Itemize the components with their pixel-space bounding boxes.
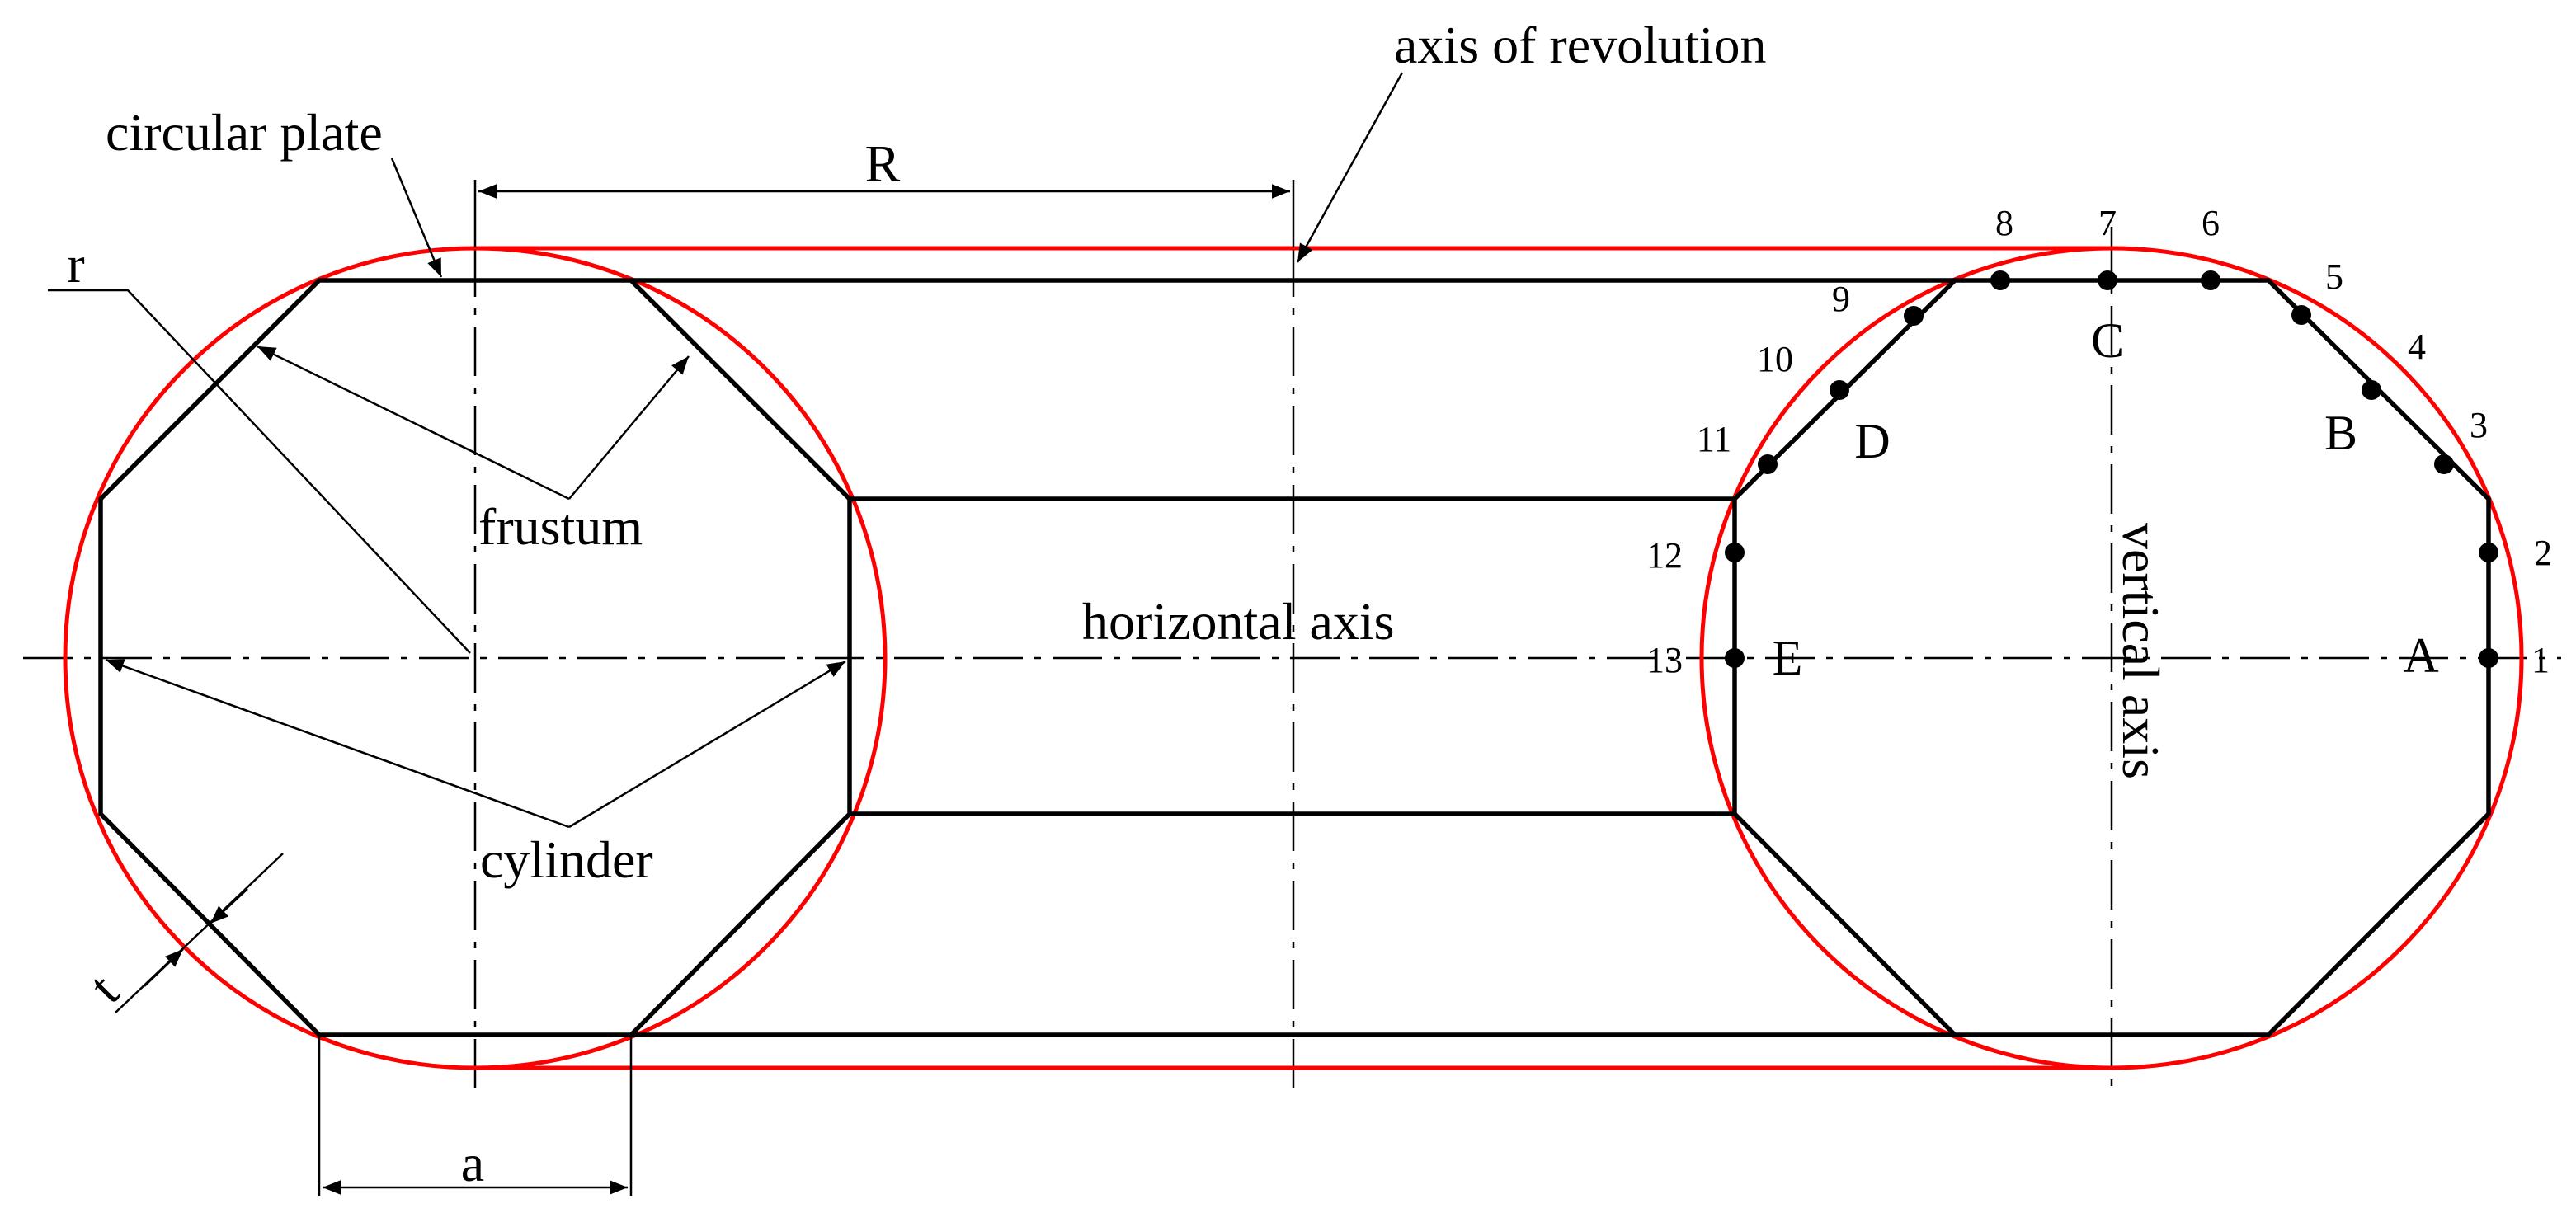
node-number-4: 4 [2408, 327, 2426, 367]
node-11 [1758, 454, 1778, 474]
node-number-8: 8 [1995, 203, 2013, 243]
point-letters: A B C D E [1773, 313, 2439, 685]
node-number-7: 7 [2098, 203, 2117, 243]
frustum-leader-right [568, 355, 690, 500]
node-13 [1725, 648, 1745, 668]
node-number-9: 9 [1832, 279, 1850, 319]
circular-plate-leader [390, 158, 443, 278]
point-E: E [1773, 631, 1803, 685]
node-4 [2362, 380, 2381, 400]
node-12 [1725, 543, 1745, 562]
t-label: t [78, 962, 130, 1014]
vertical-axis-label: vertical axis [2112, 523, 2170, 779]
r-label: r [67, 235, 84, 294]
point-A: A [2403, 628, 2438, 683]
node-number-2: 2 [2534, 533, 2552, 573]
frustum-label: frustum [478, 497, 643, 556]
node-numbers: 1 2 3 4 5 6 7 8 9 10 11 12 13 [1646, 203, 2552, 680]
node-number-11: 11 [1697, 419, 1731, 459]
dimension-R [473, 180, 1295, 247]
node-10 [1830, 380, 1849, 400]
r-leader [48, 289, 471, 654]
node-8 [1990, 270, 2010, 290]
node-5 [2291, 305, 2311, 325]
node-number-1: 1 [2531, 640, 2550, 680]
cylinder-label: cylinder [480, 830, 653, 889]
point-C: C [2091, 313, 2124, 368]
node-number-12: 12 [1646, 535, 1683, 576]
axis-of-revolution-label: axis of revolution [1394, 16, 1766, 74]
node-9 [1904, 306, 1924, 326]
right-octagon [1732, 278, 2491, 1037]
node-6 [2201, 270, 2220, 290]
node-number-5: 5 [2325, 256, 2343, 297]
t-extension-line [115, 853, 284, 1013]
axis-of-revolution-leader [1296, 72, 1404, 263]
node-2 [2479, 543, 2498, 562]
point-D: D [1854, 414, 1890, 468]
frustum-leader-left [257, 345, 570, 501]
cylinder-leader-right [568, 660, 846, 829]
R-label: R [865, 134, 901, 193]
dimension-t [115, 853, 284, 1013]
point-B: B [2324, 406, 2357, 460]
horizontal-axis-label: horizontal axis [1082, 592, 1395, 651]
node-3 [2434, 454, 2454, 474]
callout-leaders [105, 72, 1404, 829]
dimension-a [318, 1037, 633, 1196]
node-number-13: 13 [1646, 640, 1683, 680]
circular-plate-label: circular plate [106, 103, 383, 162]
t-arrow-inner [144, 948, 184, 987]
node-7 [2098, 270, 2117, 290]
octagon-shell [98, 278, 2491, 1037]
dimension-r [48, 289, 471, 654]
cylinder-leader-left [105, 658, 570, 829]
node-number-3: 3 [2470, 405, 2488, 445]
node-1 [2479, 648, 2498, 668]
node-number-10: 10 [1757, 339, 1793, 379]
torus-outline [63, 246, 2524, 1070]
center-lines [23, 227, 2561, 1093]
a-label: a [461, 1134, 484, 1192]
node-points [1725, 270, 2498, 668]
t-arrow-outer [210, 888, 248, 924]
node-number-6: 6 [2202, 203, 2220, 243]
